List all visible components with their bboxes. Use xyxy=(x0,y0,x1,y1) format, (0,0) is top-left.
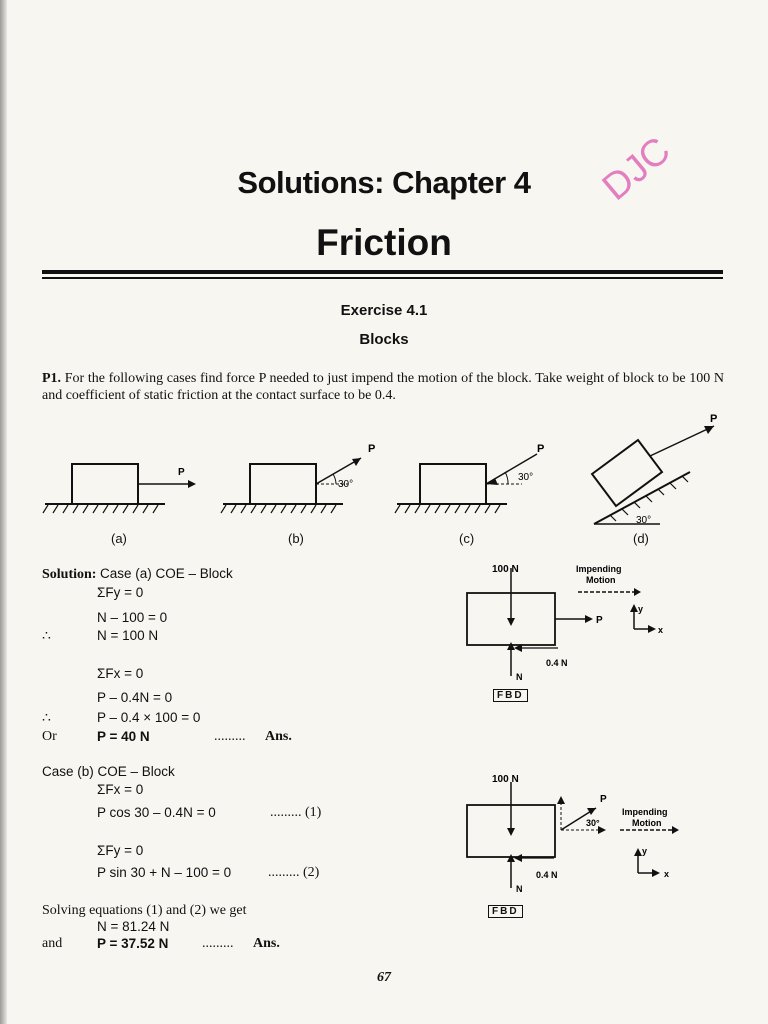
problem-text: For the following cases find force P nee… xyxy=(42,371,724,403)
chapter-title: Friction xyxy=(316,222,452,263)
eq-a-5: P – 0.4N = 0 xyxy=(97,690,173,705)
and-label: and xyxy=(42,936,63,951)
title-rule-thin xyxy=(42,277,723,279)
caption-a: (a) xyxy=(111,531,127,546)
p-result: P = 37.52 N xyxy=(97,936,169,951)
fbd-b-normal: N xyxy=(516,884,523,894)
fbd-b-motion: Motion xyxy=(632,818,662,828)
fbd-a-p: P xyxy=(596,615,603,626)
eq-b-4: P sin 30 + N – 100 = 0 xyxy=(97,865,232,880)
figure-c: P 30° xyxy=(394,443,544,514)
fbd-b-p: P xyxy=(600,794,607,805)
fbd-b-axis-y: y xyxy=(642,846,647,856)
fig-d-p-label: P xyxy=(710,413,717,425)
fbd-b-friction: 0.4 N xyxy=(536,870,558,880)
or-label: Or xyxy=(42,729,57,744)
caption-d: (d) xyxy=(633,531,649,546)
fbd-b-weight: 100 N xyxy=(492,774,519,785)
solution-label: Solution: xyxy=(42,567,97,582)
eq-b-1: ΣFx = 0 xyxy=(97,782,144,797)
fbd-a-friction: 0.4 N xyxy=(546,658,568,668)
eq-b-marker-2: ......... (2) xyxy=(268,865,320,880)
title-rule-thick xyxy=(42,270,723,274)
fbd-a-normal: N xyxy=(516,672,523,682)
eq-a-3: N = 100 N xyxy=(97,628,159,643)
eq-b-2: P cos 30 – 0.4N = 0 xyxy=(97,805,216,820)
case-b-ans: Ans. xyxy=(253,936,280,951)
fbd-a-motion: Motion xyxy=(586,575,616,585)
caption-c: (c) xyxy=(459,531,475,546)
eq-a-1: ΣFy = 0 xyxy=(97,585,144,600)
exercise-heading: Exercise 4.1 xyxy=(340,302,428,319)
fbd-b-angle: 30° xyxy=(586,818,600,828)
fbd-a-weight: 100 N xyxy=(492,564,519,575)
solution-intro: Solution: Case (a) COE – Block xyxy=(42,566,233,583)
case-a-heading: Case (a) COE – Block xyxy=(99,566,233,581)
solving-sentence: Solving equations (1) and (2) we get xyxy=(42,903,247,918)
eq-a-7: P = 40 N xyxy=(97,729,150,744)
caption-b: (b) xyxy=(288,531,304,546)
fbd-a-diagram: 100 N Impending Motion P 0.4 N N y x xyxy=(466,564,663,682)
fbd-a-label: FBD xyxy=(493,689,528,702)
problem-statement: P1. For the following cases find force P… xyxy=(42,370,724,404)
fbd-a-axis-x: x xyxy=(658,625,663,635)
page-edge-shadow xyxy=(0,0,7,1024)
fig-a-p-label: P xyxy=(178,467,185,478)
figure-d: P 30° xyxy=(590,413,717,526)
fig-c-angle-label: 30° xyxy=(518,472,533,483)
problem-label: P1. xyxy=(42,371,62,386)
figure-b: P 30° xyxy=(220,443,375,514)
exercise-subheading: Blocks xyxy=(359,331,409,348)
fbd-b-axis-x: x xyxy=(664,869,669,879)
fig-b-angle-label: 30° xyxy=(338,479,353,490)
chapter-heading: Solutions: Chapter 4 xyxy=(237,165,531,200)
fig-c-p-label: P xyxy=(537,443,544,455)
eq-a-2: N – 100 = 0 xyxy=(97,610,168,625)
fig-b-p-label: P xyxy=(368,443,375,455)
eq-a-6: P – 0.4 × 100 = 0 xyxy=(97,710,201,725)
figure-a: P xyxy=(42,463,196,514)
eq-b-3: ΣFy = 0 xyxy=(97,843,144,858)
fbd-b-impending: Impending xyxy=(622,807,668,817)
therefore-a-2: ∴ xyxy=(42,711,51,726)
fbd-a-axis-y: y xyxy=(638,604,643,614)
therefore-a-1: ∴ xyxy=(42,629,51,644)
fig-d-angle-label: 30° xyxy=(636,515,651,526)
eq-b-marker-1: ......... (1) xyxy=(270,805,322,820)
case-a-dots: ......... xyxy=(214,729,246,744)
fbd-a-impending: Impending xyxy=(576,564,622,574)
case-b-heading: Case (b) COE – Block xyxy=(42,764,175,779)
page-number: 67 xyxy=(377,970,391,985)
n-result: N = 81.24 N xyxy=(97,919,170,934)
case-b-dots: ......... xyxy=(202,936,234,951)
fbd-b-diagram: 100 N P 30° Impending Motion 0.4 N N y x xyxy=(466,774,679,894)
eq-a-4: ΣFx = 0 xyxy=(97,666,144,681)
fbd-b-label: FBD xyxy=(488,905,523,918)
case-a-ans: Ans. xyxy=(265,729,292,744)
